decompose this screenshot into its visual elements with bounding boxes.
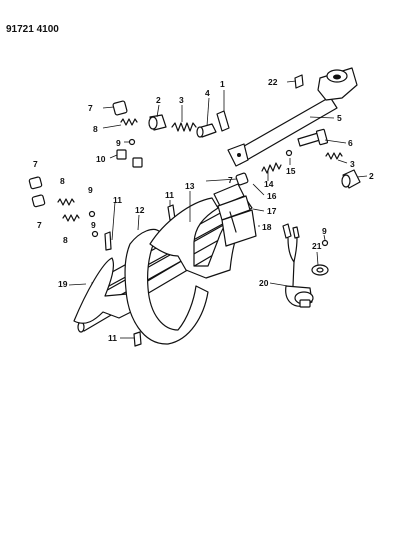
callout-22: 22	[268, 77, 278, 87]
callout-7c: 7	[33, 159, 38, 169]
callout-20: 20	[259, 278, 269, 288]
callout-5: 5	[337, 113, 342, 123]
callout-19: 19	[58, 279, 68, 289]
callout-18: 18	[262, 222, 272, 232]
callout-9: 9	[116, 138, 121, 148]
callout-16: 16	[267, 191, 277, 201]
callout-11c: 11	[108, 333, 117, 343]
spring-part	[261, 162, 282, 174]
plug-part	[235, 172, 249, 186]
callout-11: 11	[165, 190, 174, 200]
spring-part	[62, 214, 80, 222]
callout-6: 6	[348, 138, 353, 148]
ball-part	[285, 149, 293, 157]
callout-2b: 2	[369, 171, 374, 181]
callout-3b: 3	[350, 159, 355, 169]
pin-part	[104, 231, 112, 251]
ball-part	[128, 138, 136, 146]
callout-9c: 9	[91, 220, 96, 230]
ball-part	[91, 230, 99, 238]
callout-7b: 7	[228, 175, 233, 185]
plug-part	[148, 114, 167, 131]
pin-part	[294, 74, 304, 89]
leader-lines	[68, 80, 368, 339]
callout-13: 13	[185, 181, 195, 191]
callout-8: 8	[93, 124, 98, 134]
callout-9d: 9	[322, 226, 327, 236]
selector-blocks	[213, 183, 257, 247]
washer-part	[311, 264, 329, 276]
callout-1: 1	[220, 79, 225, 89]
callout-11b: 11	[113, 195, 122, 205]
ball-part	[88, 210, 96, 218]
bolt-part	[297, 128, 329, 147]
spring-part	[57, 198, 75, 206]
callout-labels: 1 2 3 4 5 6 7 8 9 10 11 12 13 14 15 16 1…	[33, 77, 374, 343]
pin-part	[133, 331, 142, 347]
plug-part	[31, 194, 46, 208]
callout-10: 10	[96, 154, 106, 164]
callout-7d: 7	[37, 220, 42, 230]
spring-part	[325, 152, 343, 160]
switch-part	[282, 223, 314, 308]
callout-8c: 8	[63, 235, 68, 245]
plug-part	[112, 100, 128, 116]
callout-7: 7	[88, 103, 93, 113]
callout-9b: 9	[88, 185, 93, 195]
callout-8b: 8	[60, 176, 65, 186]
callout-15: 15	[286, 166, 296, 176]
callout-2: 2	[156, 95, 161, 105]
callout-21: 21	[312, 241, 322, 251]
diagram-code: 91721 4100	[6, 24, 59, 35]
callout-3: 3	[179, 95, 184, 105]
bushing-part	[116, 149, 143, 168]
plug-part	[28, 176, 43, 190]
callout-4: 4	[205, 88, 210, 98]
ball-part	[321, 239, 329, 247]
pin-part	[216, 110, 230, 132]
callout-14: 14	[264, 179, 274, 189]
plug-part	[341, 169, 361, 189]
shift-rail-part	[227, 67, 358, 167]
callout-12: 12	[135, 205, 145, 215]
spring-part	[120, 118, 138, 126]
sleeve-part	[196, 123, 217, 138]
callout-17: 17	[267, 206, 277, 216]
spring-part	[171, 122, 197, 132]
